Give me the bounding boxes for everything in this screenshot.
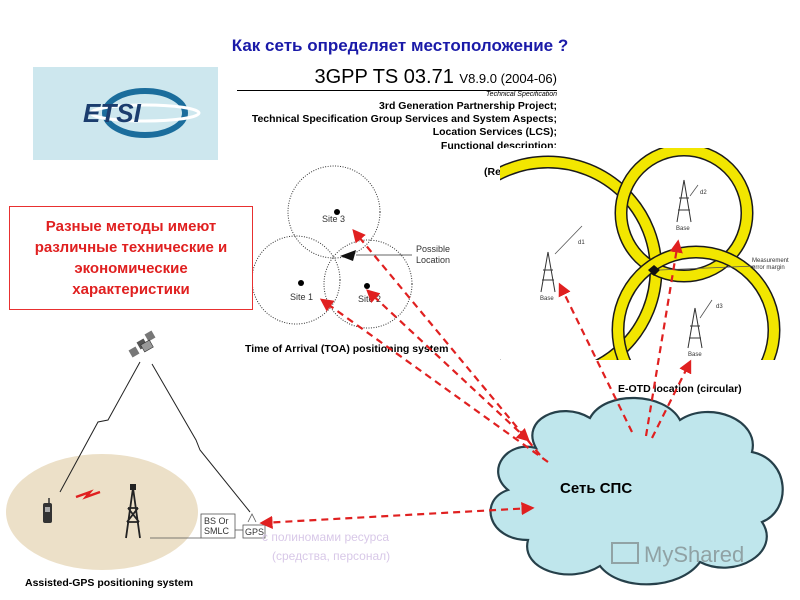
arrow-to-site2 (366, 289, 530, 442)
spec-kind: Technical Specification (486, 91, 557, 98)
d2-line (689, 184, 699, 197)
arrow-to-base2 (644, 239, 683, 437)
spec-rule (237, 90, 557, 91)
etsi-logo: ETSI (33, 67, 218, 160)
bs-smlc-line-2: SMLC (204, 526, 230, 536)
site3-label: Site 3 (322, 214, 345, 224)
satellite-link-gps (151, 363, 251, 513)
site2-dot (364, 283, 370, 289)
error-margin-line (659, 265, 756, 271)
arrow-to-base3 (651, 359, 692, 439)
logo-swoosh (89, 103, 201, 123)
bts-tower-icon (125, 484, 141, 539)
eotd-panel: d1 d2 d3 Base Base Base Measurement erro… (500, 148, 790, 360)
satellite-icon (128, 330, 156, 358)
d3-line (699, 299, 713, 319)
d3-label: d3 (716, 304, 723, 310)
ghost-text-line-2: (средства, персонал) (272, 549, 390, 563)
connection-arrows (259, 228, 692, 530)
bs-smlc-label: BS Or SMLC (204, 516, 231, 536)
spec-version: V8.9.0 (2004-06) (459, 71, 557, 86)
possible-location-line-1: Possible (416, 244, 450, 254)
base-tower-icon (540, 251, 556, 293)
eotd-caption: E-OTD location (circular) (618, 383, 742, 395)
spec-number-text: 3GPP TS 03.71 (314, 66, 454, 88)
bs-smlc-line-1: BS Or (204, 516, 229, 526)
slide-title: Как сеть определяет местоположение ? (231, 36, 569, 55)
toa-panel: Site 3 Site 1 Site 2 Possible Location (251, 165, 453, 329)
measurement-error-line-2: error margin (752, 265, 785, 271)
arrow-to-site1 (319, 298, 549, 463)
watermark-text: MyShared (644, 542, 744, 567)
arrow-to-base1 (558, 282, 633, 433)
toa-circle-site2 (323, 239, 413, 329)
toa-circle-site1 (251, 235, 341, 325)
spec-line: Technical Specification Group Services a… (251, 113, 557, 126)
agps-panel: BS Or SMLC GPS (6, 330, 266, 570)
possible-location-line-2: Location (416, 255, 450, 265)
site3-dot (334, 209, 340, 215)
base-label: Base (676, 226, 690, 232)
spec-line: Location Services (LCS); (432, 126, 557, 139)
eotd-ring-2 (616, 148, 752, 281)
satellite-link-phone (59, 361, 141, 493)
d1-label: d1 (578, 240, 585, 246)
d2-label: d2 (700, 190, 707, 196)
base-tower-icon (676, 179, 692, 223)
site1-label: Site 1 (290, 292, 313, 302)
spec-line: 3rd Generation Partnership Project; (379, 100, 557, 112)
toa-circle-site3 (287, 165, 381, 259)
radio-signal-icon (75, 489, 101, 500)
toa-caption: Time of Arrival (TOA) positioning system (245, 343, 448, 355)
network-label: Сеть СПС (560, 480, 632, 497)
eotd-position-marker (648, 265, 660, 276)
ghost-text-line-1: с полиномами ресурса (262, 530, 389, 544)
logo-ring (102, 88, 188, 138)
gps-label: GPS (245, 527, 264, 537)
toa-position-marker (340, 250, 356, 261)
base-label: Base (688, 352, 702, 358)
site1-dot (298, 280, 304, 286)
watermark: MyShared (611, 542, 744, 567)
d1-line (554, 225, 583, 255)
agps-ground-ellipse (6, 454, 198, 570)
base-label: Base (540, 296, 554, 302)
eotd-ring-3 (613, 247, 779, 360)
base-tower-icon (687, 307, 703, 349)
gps-antenna-icon (247, 513, 257, 523)
callout-box: Разные методы имеют различные технически… (9, 206, 253, 310)
possible-location-label: Possible Location (416, 244, 453, 265)
logo-text: ETSI (83, 98, 142, 128)
measurement-error-label: Measurement error margin (752, 258, 790, 271)
agps-caption: Assisted-GPS positioning system (25, 577, 193, 589)
arrow-to-smlc (259, 501, 535, 530)
bs-smlc-box (200, 513, 236, 539)
watermark-icon (611, 542, 639, 564)
measurement-error-line-1: Measurement (752, 258, 789, 264)
spec-number: 3GPP TS 03.71 V8.9.0 (2004-06) (315, 66, 558, 89)
callout-text: Разные методы имеют различные технически… (34, 218, 228, 298)
mobile-phone-icon (43, 498, 52, 523)
